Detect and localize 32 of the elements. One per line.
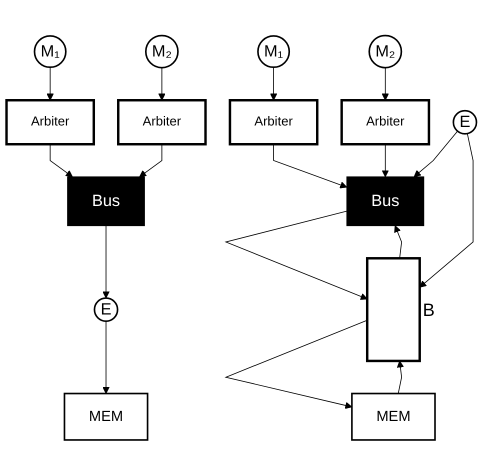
node-circle xyxy=(257,35,290,68)
arrow xyxy=(50,144,73,178)
node-box xyxy=(5,99,96,146)
arrow xyxy=(382,68,389,101)
arrow xyxy=(158,68,166,101)
arrow xyxy=(139,144,162,178)
arrow xyxy=(224,320,368,410)
node-circle xyxy=(452,110,478,135)
node-box xyxy=(228,99,318,146)
node-box xyxy=(340,99,430,146)
node-box xyxy=(117,99,207,146)
node-box xyxy=(67,176,145,226)
node-circle xyxy=(145,34,179,69)
node-circle xyxy=(94,298,118,322)
arrow xyxy=(270,67,278,101)
node-circle xyxy=(368,34,402,69)
arrow xyxy=(396,360,404,394)
node-box xyxy=(366,257,421,362)
arrow xyxy=(382,144,389,178)
node-box xyxy=(64,392,148,442)
arrow xyxy=(102,321,110,394)
arrow xyxy=(419,133,474,288)
node-circle xyxy=(34,35,67,68)
arrow xyxy=(394,226,402,259)
arrow xyxy=(224,210,368,300)
arrow xyxy=(46,67,54,101)
arrow xyxy=(102,226,110,299)
node-label: B xyxy=(422,300,435,321)
arrow xyxy=(414,130,458,178)
arrow xyxy=(273,144,348,189)
node-box xyxy=(346,176,424,226)
node-box xyxy=(351,392,436,442)
